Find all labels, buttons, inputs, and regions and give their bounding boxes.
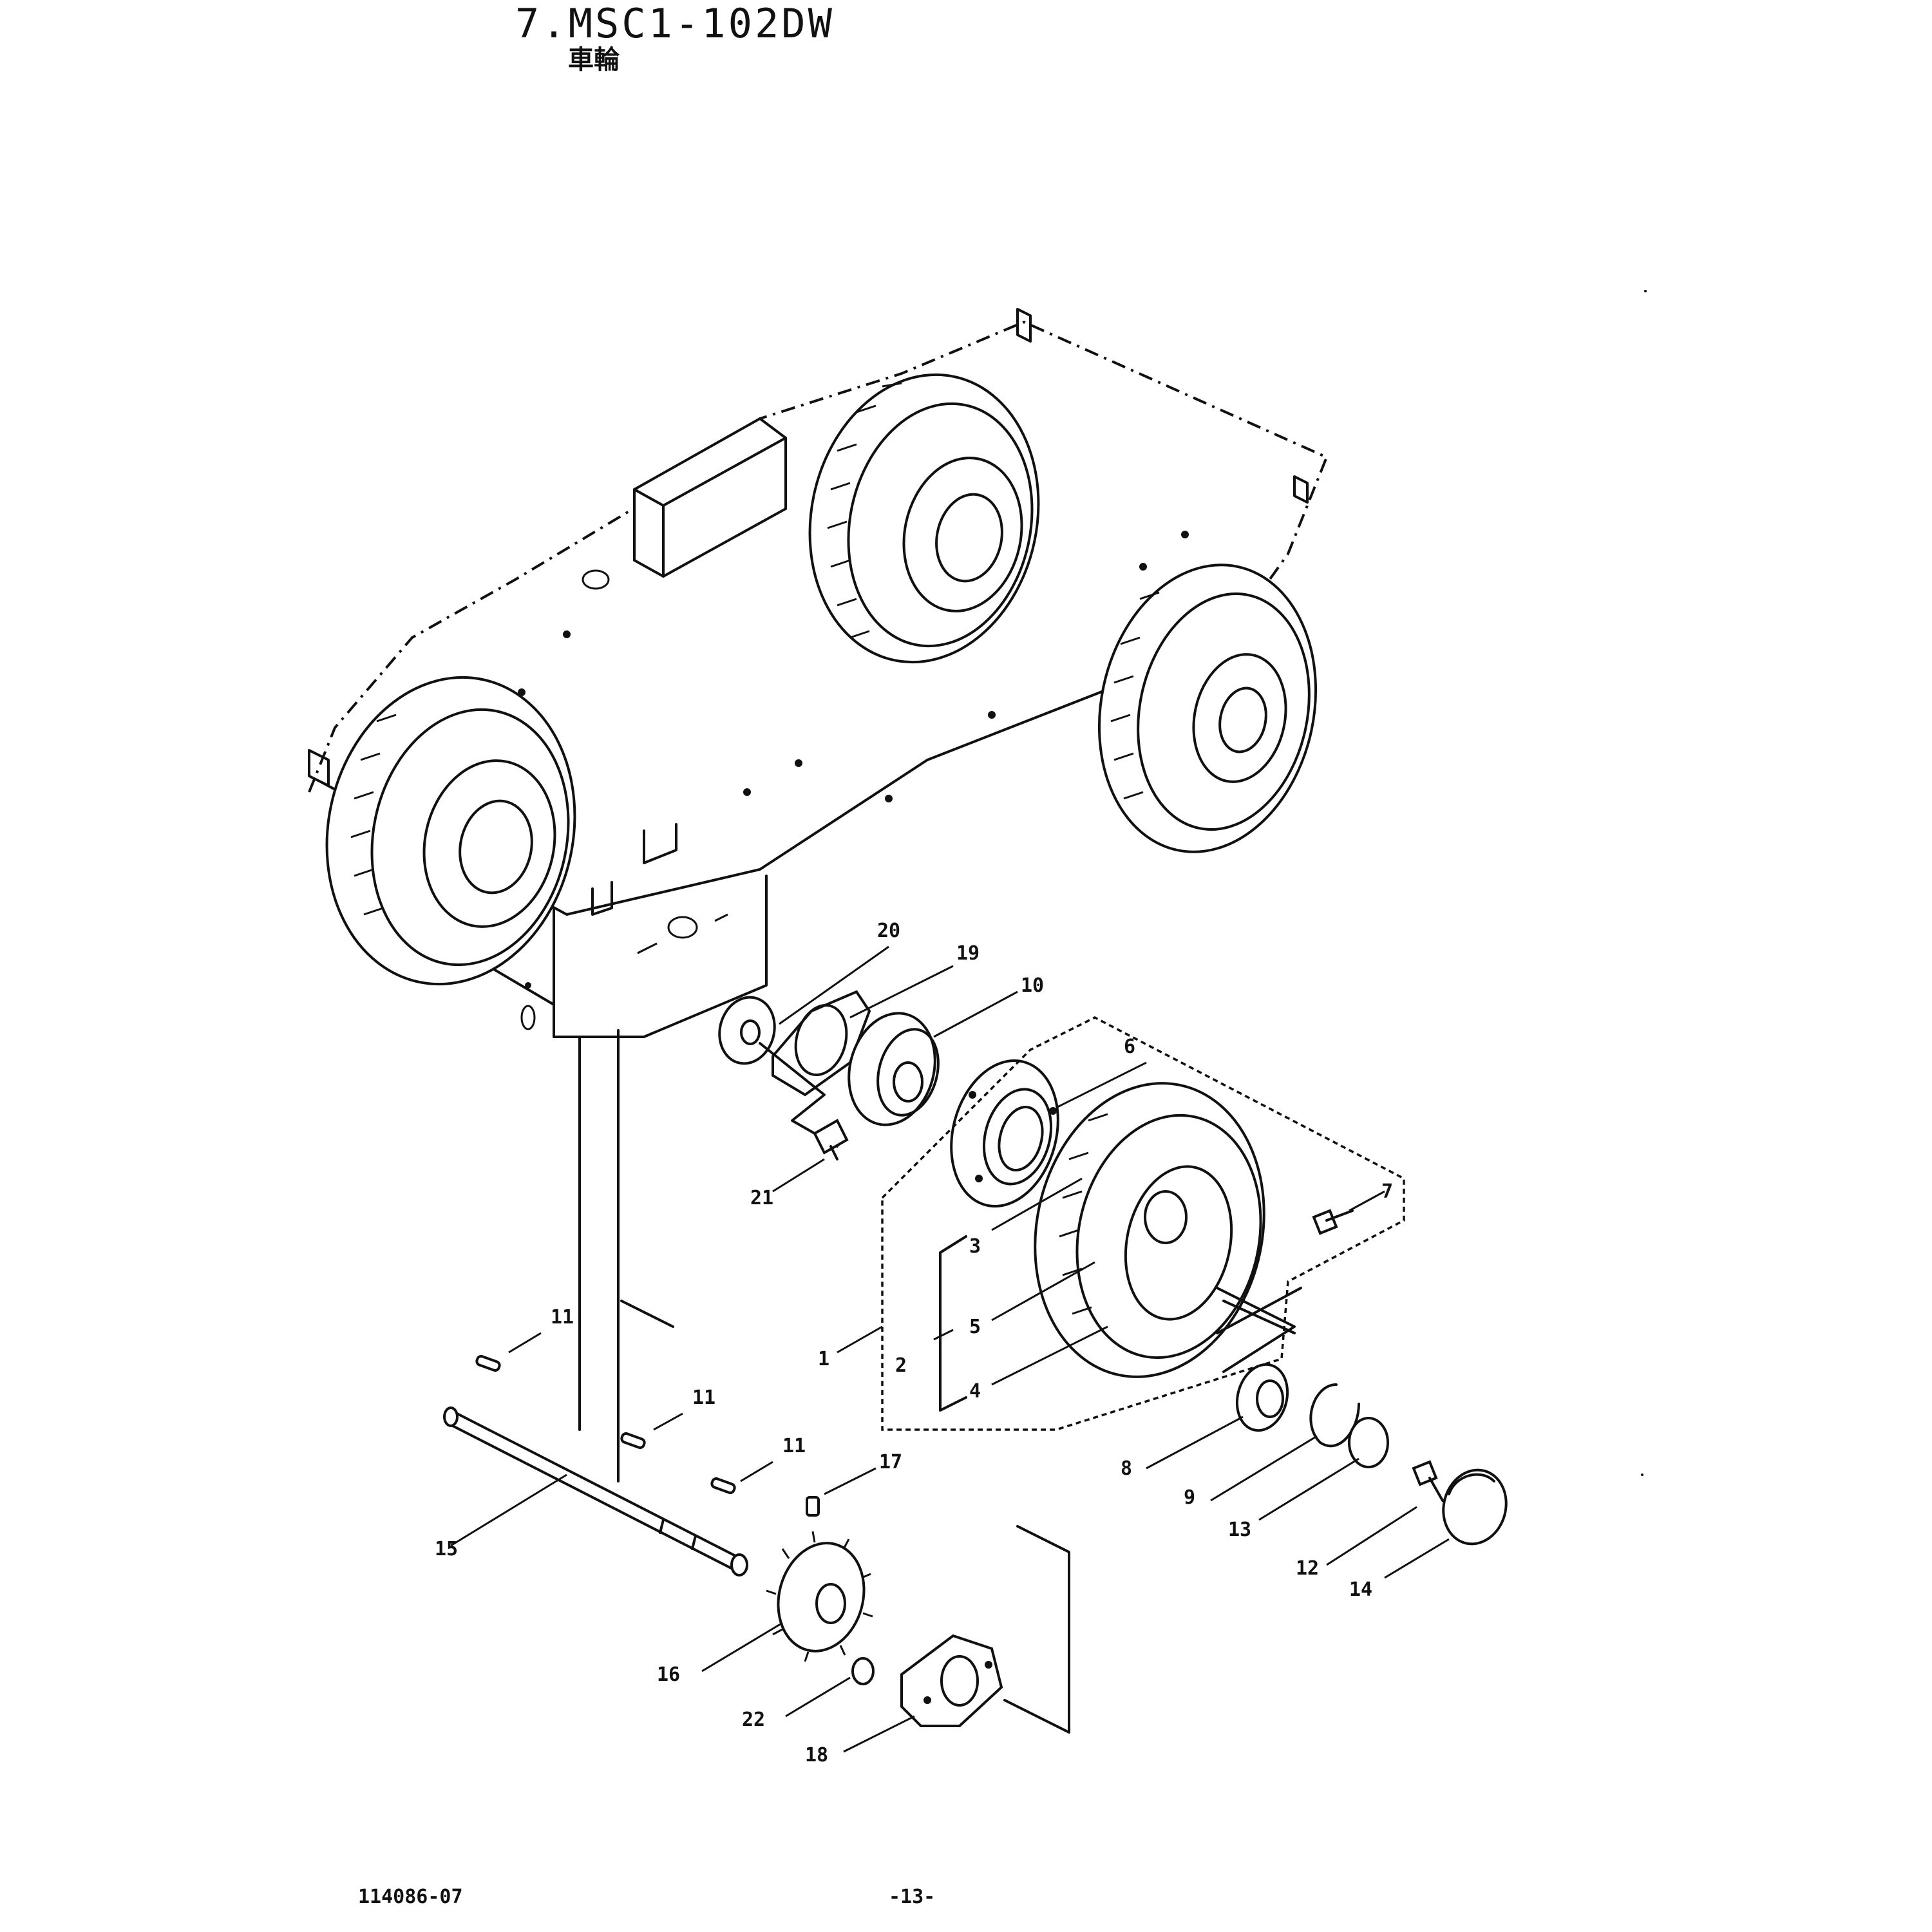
label-13: 13 bbox=[1228, 1519, 1251, 1541]
label-21: 21 bbox=[750, 1187, 773, 1209]
label-10: 10 bbox=[1021, 974, 1044, 997]
leader-line-1 bbox=[837, 1325, 883, 1354]
shaft-reference-line-3 bbox=[620, 1300, 674, 1328]
diagram-subtitle: 車輪 bbox=[568, 45, 620, 75]
label-12: 12 bbox=[1296, 1557, 1319, 1580]
stray-dot-1 bbox=[1644, 290, 1647, 292]
part-number-labels: 20 19 10 6 21 7 3 5 1 2 4 11 11 11 17 8 … bbox=[435, 920, 1393, 1766]
label-6: 6 bbox=[1124, 1036, 1135, 1058]
stray-dot-2 bbox=[1641, 1473, 1643, 1476]
part-1-wheel-assembly bbox=[881, 1016, 1405, 1431]
wheel-rear-right bbox=[1097, 564, 1318, 853]
label-11-b: 11 bbox=[692, 1387, 715, 1409]
label-2: 2 bbox=[895, 1354, 907, 1377]
label-9: 9 bbox=[1184, 1486, 1195, 1509]
label-5: 5 bbox=[969, 1316, 981, 1338]
part-11-keys bbox=[475, 1332, 773, 1495]
part-16-sprocket bbox=[701, 1531, 873, 1672]
wheel-front-left bbox=[325, 676, 576, 986]
label-11-c: 11 bbox=[782, 1435, 806, 1457]
part-10-hub bbox=[848, 990, 1018, 1126]
label-19: 19 bbox=[956, 942, 980, 965]
parts-2-3-4-5-bracket bbox=[933, 1177, 1108, 1412]
part-20-washer bbox=[718, 945, 889, 1065]
document-number: 114086-07 bbox=[358, 1886, 463, 1908]
label-16: 16 bbox=[657, 1663, 680, 1686]
label-15: 15 bbox=[435, 1538, 458, 1560]
diagram-title: 7.MSC1-102DW bbox=[515, 0, 835, 47]
part-17-set-screw bbox=[806, 1467, 876, 1517]
part-12-bolt bbox=[1326, 1460, 1444, 1566]
part-21-bolt bbox=[772, 1119, 849, 1193]
part-22-nut bbox=[785, 1657, 875, 1718]
label-11-a: 11 bbox=[551, 1306, 574, 1329]
part-6-bearing-housing bbox=[950, 1059, 1147, 1208]
label-3: 3 bbox=[969, 1235, 981, 1258]
label-7: 7 bbox=[1381, 1180, 1393, 1203]
part-7-screw bbox=[1312, 1190, 1385, 1235]
part-18-flange-bearing bbox=[843, 1525, 1070, 1753]
label-4: 4 bbox=[969, 1380, 981, 1403]
label-18: 18 bbox=[805, 1744, 828, 1766]
label-14: 14 bbox=[1349, 1578, 1372, 1601]
label-22: 22 bbox=[742, 1709, 765, 1731]
label-20: 20 bbox=[877, 920, 900, 942]
part-15-axle-shaft bbox=[443, 1406, 748, 1577]
part-14-cap bbox=[1384, 1468, 1508, 1579]
label-17: 17 bbox=[879, 1451, 902, 1473]
label-1: 1 bbox=[818, 1348, 829, 1370]
label-8: 8 bbox=[1121, 1457, 1132, 1480]
part-8-ball-bearing bbox=[1146, 1363, 1289, 1470]
chassis-assembly bbox=[308, 308, 1329, 1038]
page-number: -13- bbox=[889, 1886, 936, 1908]
wheel-rear-left bbox=[808, 373, 1040, 664]
part-13-washer bbox=[1258, 1417, 1389, 1521]
